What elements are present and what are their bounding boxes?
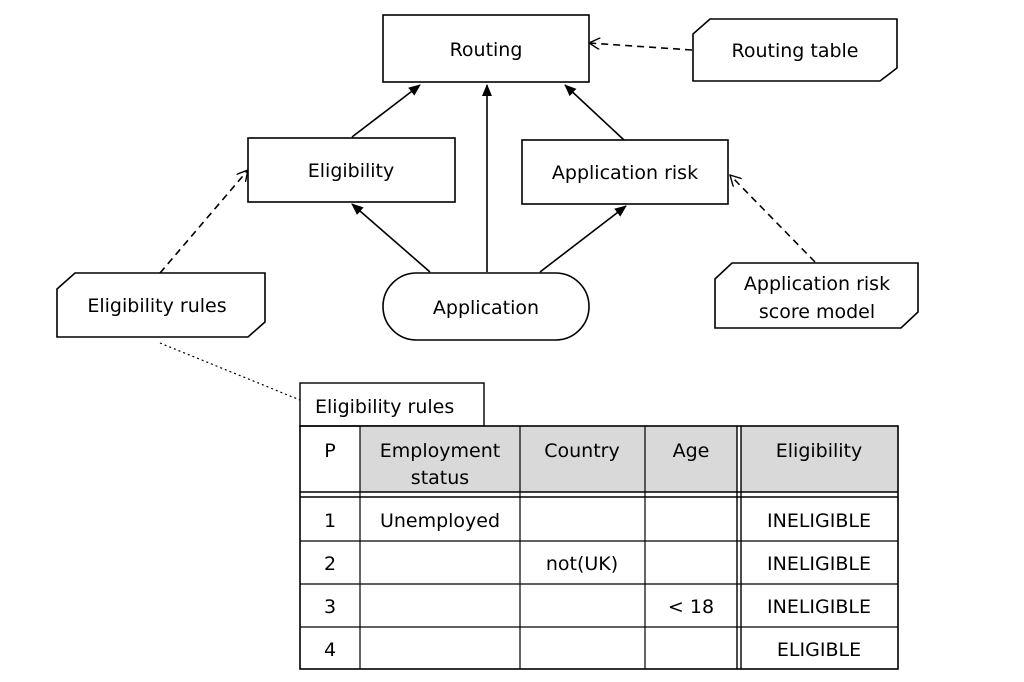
input-header-employment-line2: status xyxy=(411,467,469,489)
authority-requirement-risk-model xyxy=(730,175,816,263)
connectors xyxy=(159,43,816,401)
decision-routing[interactable]: Routing xyxy=(382,14,590,83)
header-fill-inputs xyxy=(360,426,737,492)
info-requirement-eligibility-to-routing xyxy=(351,84,421,138)
table-row: 4 ELIGIBLE xyxy=(324,639,861,661)
knowledge-source-risk-model[interactable]: Application risk score model xyxy=(714,262,919,329)
input-header-age: Age xyxy=(673,440,710,462)
authority-requirement-eligibility-rules xyxy=(159,170,248,274)
knowledge-source-routing-table-label: Routing table xyxy=(731,40,858,62)
cell-employment: Unemployed xyxy=(380,510,500,532)
knowledge-source-eligibility-rules-label: Eligibility rules xyxy=(87,295,226,317)
decision-eligibility[interactable]: Eligibility xyxy=(247,137,456,203)
knowledge-source-routing-table[interactable]: Routing table xyxy=(692,18,898,82)
info-requirement-risk-to-routing xyxy=(564,84,625,141)
header-fill-output xyxy=(741,426,898,492)
decision-eligibility-label: Eligibility xyxy=(308,160,395,182)
cell-result: ELIGIBLE xyxy=(777,639,861,661)
rule-number: 4 xyxy=(324,639,336,661)
cell-age: < 18 xyxy=(668,596,714,618)
decision-routing-label: Routing xyxy=(450,39,523,61)
decision-table-name: Eligibility rules xyxy=(315,396,454,418)
rule-number: 3 xyxy=(324,596,336,618)
table-row: 2 not(UK) INELIGIBLE xyxy=(324,553,871,575)
authority-requirement-routing-table xyxy=(589,43,693,51)
association-rules-to-table xyxy=(159,342,301,401)
input-header-employment-line1: Employment xyxy=(380,440,500,462)
decision-application-risk-label: Application risk xyxy=(552,162,698,184)
input-header-country: Country xyxy=(544,440,619,462)
knowledge-source-risk-model-line2: score model xyxy=(759,301,875,323)
input-data-application[interactable]: Application xyxy=(382,272,590,341)
table-row: 3 < 18 INELIGIBLE xyxy=(324,596,871,618)
rule-number: 2 xyxy=(324,553,336,575)
cell-result: INELIGIBLE xyxy=(767,596,871,618)
table-row: 1 Unemployed INELIGIBLE xyxy=(324,510,871,532)
info-requirement-application-to-risk xyxy=(539,205,627,273)
knowledge-source-risk-model-line1: Application risk xyxy=(744,273,890,295)
decision-application-risk[interactable]: Application risk xyxy=(521,139,729,205)
cell-result: INELIGIBLE xyxy=(767,553,871,575)
knowledge-source-eligibility-rules[interactable]: Eligibility rules xyxy=(56,272,266,338)
decision-table: Eligibility rules P Employment status Co… xyxy=(299,382,899,670)
decision-table-name-tab: Eligibility rules xyxy=(299,382,485,427)
hit-policy: P xyxy=(324,440,335,462)
output-header-eligibility: Eligibility xyxy=(776,440,863,462)
input-data-application-label: Application xyxy=(433,297,539,319)
info-requirement-application-to-eligibility xyxy=(351,203,431,273)
cell-result: INELIGIBLE xyxy=(767,510,871,532)
cell-country: not(UK) xyxy=(546,553,618,575)
rule-number: 1 xyxy=(324,510,336,532)
table-border xyxy=(299,425,899,670)
